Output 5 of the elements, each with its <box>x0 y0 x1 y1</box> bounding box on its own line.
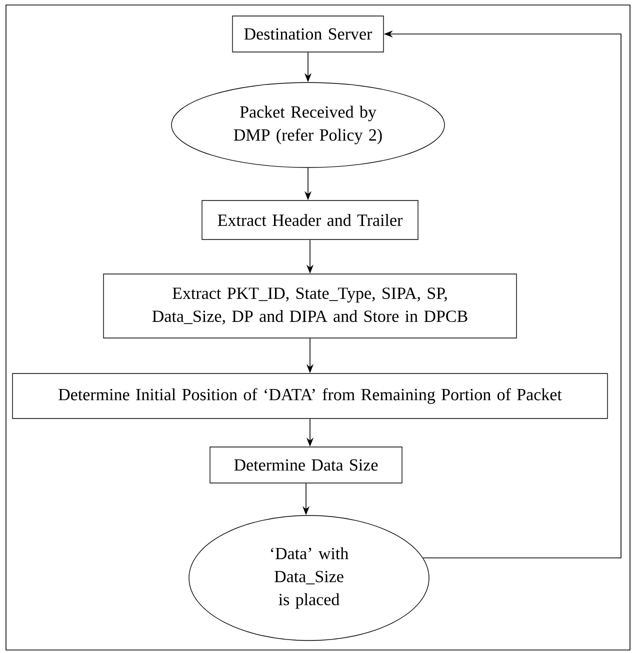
process-box: Determine Initial Position of ‘DATA’ from Remaining Portion of Packet <box>12 373 608 419</box>
process-box: Extract PKT_ID, State_Type, SIPA, SP, Data_Size, DP and DIPA and Store in DPCB <box>103 274 517 338</box>
process-box: Extract Header and Trailer <box>202 200 418 240</box>
process-box: Destination Server <box>232 16 384 52</box>
process-box: Determine Data Size <box>210 446 402 484</box>
